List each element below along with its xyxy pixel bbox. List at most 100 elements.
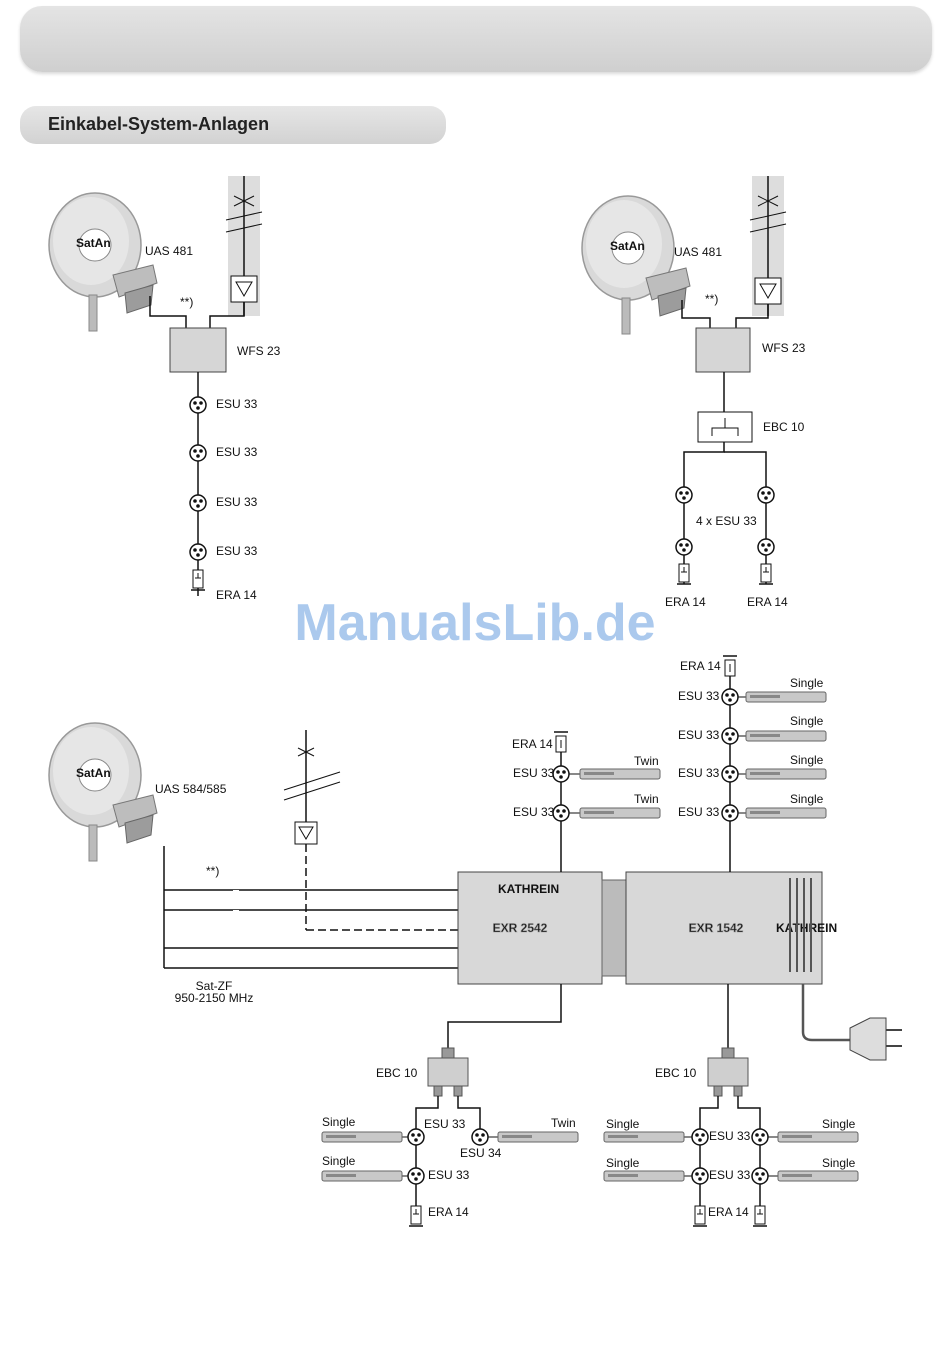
twin-receiver-icon [579,807,661,819]
watermark-text: ManualsLib.de [294,594,655,652]
receiver-label: Single [322,1154,356,1168]
twin-receiver-icon [579,768,661,780]
receiver-label: Single [790,676,824,690]
header-bar [20,6,932,72]
receiver-label: Twin [551,1116,576,1130]
note-label: **) [206,864,219,878]
outlet-label: ESU 33 [216,397,258,411]
single-receiver-icon [745,768,827,780]
single-receiver-icon [321,1131,403,1143]
outlet-label: ESU 33 [678,805,720,819]
outlet-label: ESU 33 [678,766,720,780]
terminator-icon [676,563,692,585]
outlet-icon [757,538,775,556]
outlet-label: ESU 33 [428,1168,470,1182]
terminator-label: ERA 14 [428,1205,469,1219]
single-receiver-icon [777,1170,859,1182]
single-receiver-icon [603,1170,685,1182]
single-receiver-icon [745,691,827,703]
multiswitch-left [457,871,603,985]
dish-icon [48,192,158,332]
multiswitch-brand: KATHREIN [776,921,837,935]
outlet-label: ESU 33 [709,1129,751,1143]
receiver-label: Single [822,1156,856,1170]
receiver-label: Single [822,1117,856,1131]
amplifier-icon [754,277,782,305]
outlet-label: ESU 33 [513,766,555,780]
outlet-label: ESU 33 [678,689,720,703]
section-title: Einkabel-System-Anlagen [48,114,270,134]
outlet-label: ESU 33 [216,495,258,509]
terminator-label: ERA 14 [665,595,706,609]
single-receiver-icon [321,1170,403,1182]
sat-if-label: Sat-ZF [196,979,233,993]
terminator-icon [758,563,774,585]
outlet-icon [552,804,570,822]
note-label: **) [705,292,718,306]
diagram-c: SatAn UAS 584/585 **) Sat-ZF 950-2150 MH… [48,655,902,1227]
wfs-switch [695,327,751,373]
outlet-icon [721,727,739,745]
splitter-label: EBC 10 [376,1066,418,1080]
switch-label: WFS 23 [762,341,806,355]
outlet-icon [757,486,775,504]
splitter-label: EBC 10 [655,1066,697,1080]
dish-label: UAS 481 [145,244,193,258]
dish-icon [581,195,691,335]
amplifier-icon [230,275,258,303]
outlet-label: ESU 33 [709,1168,751,1182]
dish-brand: SatAn [76,236,111,250]
multiswitch-left-label: EXR 2542 [493,921,548,935]
outlet-label: ESU 34 [460,1146,502,1160]
outlet-icon [407,1167,425,1185]
outlet-icon [675,486,693,504]
section-header: Einkabel-System-Anlagen [20,106,446,144]
terminator-label: ERA 14 [216,588,257,602]
single-receiver-icon [745,730,827,742]
single-receiver-icon [777,1131,859,1143]
outlet-icon [751,1167,769,1185]
outlet-icon [189,444,207,462]
outlet-icon [189,543,207,561]
terminator-label: ERA 14 [680,659,721,673]
splitter-icon [427,1047,469,1097]
receiver-label: Single [322,1115,356,1129]
outlet-icon [675,538,693,556]
terminator-label: ERA 14 [512,737,553,751]
receiver-label: Single [606,1117,640,1131]
note-label: **) [180,295,193,309]
outlet-icon [691,1167,709,1185]
receiver-label: Single [790,714,824,728]
outlet-label: ESU 33 [216,445,258,459]
outlet-label: ESU 33 [216,544,258,558]
terminator-icon [722,655,738,677]
terminator-icon [408,1205,424,1227]
single-receiver-icon [603,1131,685,1143]
outlet-label: ESU 33 [678,728,720,742]
receiver-label: Twin [634,792,659,806]
outlet-icon [721,804,739,822]
outlet-icon [471,1128,489,1146]
multiswitch-right-label: EXR 1542 [689,921,744,935]
terminator-icon [752,1205,768,1227]
terminator-icon [190,569,206,591]
power-plug-icon [849,1017,887,1061]
outlet-icon [552,765,570,783]
terminator-icon [553,731,569,753]
twin-receiver-icon [497,1131,579,1143]
dish-label: UAS 584/585 [155,782,227,796]
dish-icon [48,722,158,862]
splitter-label: EBC 10 [763,420,805,434]
outlet-label: ESU 33 [424,1117,466,1131]
outlet-icon [721,688,739,706]
multiswitch-brand: KATHREIN [498,882,559,896]
sat-if-range: 950-2150 MHz [175,991,254,1005]
splitter-icon [707,1047,749,1097]
receiver-label: Single [606,1156,640,1170]
outlet-label: ESU 33 [513,805,555,819]
receiver-label: Twin [634,754,659,768]
receiver-label: Single [790,792,824,806]
outlet-icon [691,1128,709,1146]
terminator-icon [692,1205,708,1227]
outlet-icon [189,396,207,414]
